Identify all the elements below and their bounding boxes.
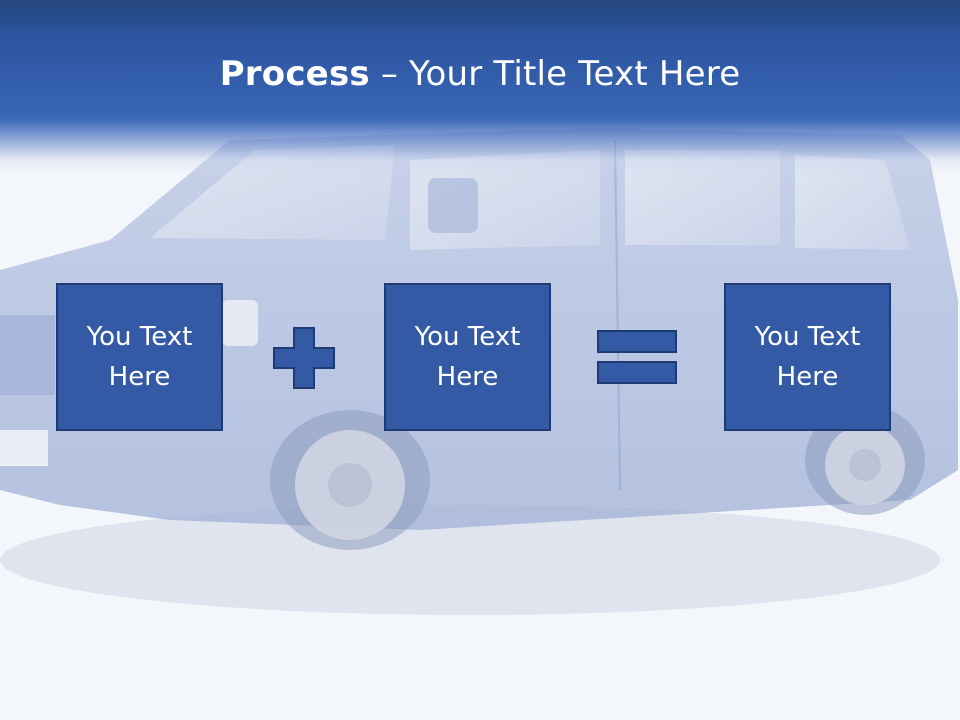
header-band: [0, 0, 960, 175]
plus-icon: [273, 327, 335, 389]
title-bold: Process: [219, 54, 370, 94]
title-rest: – Your Title Text Here: [369, 54, 741, 94]
text-box-1[interactable]: You Text Here: [56, 283, 223, 431]
equals-icon: [597, 330, 677, 384]
slide-title: Process – Your Title Text Here: [0, 52, 960, 96]
text-box-3[interactable]: You Text Here: [724, 283, 891, 431]
text-box-2[interactable]: You Text Here: [384, 283, 551, 431]
